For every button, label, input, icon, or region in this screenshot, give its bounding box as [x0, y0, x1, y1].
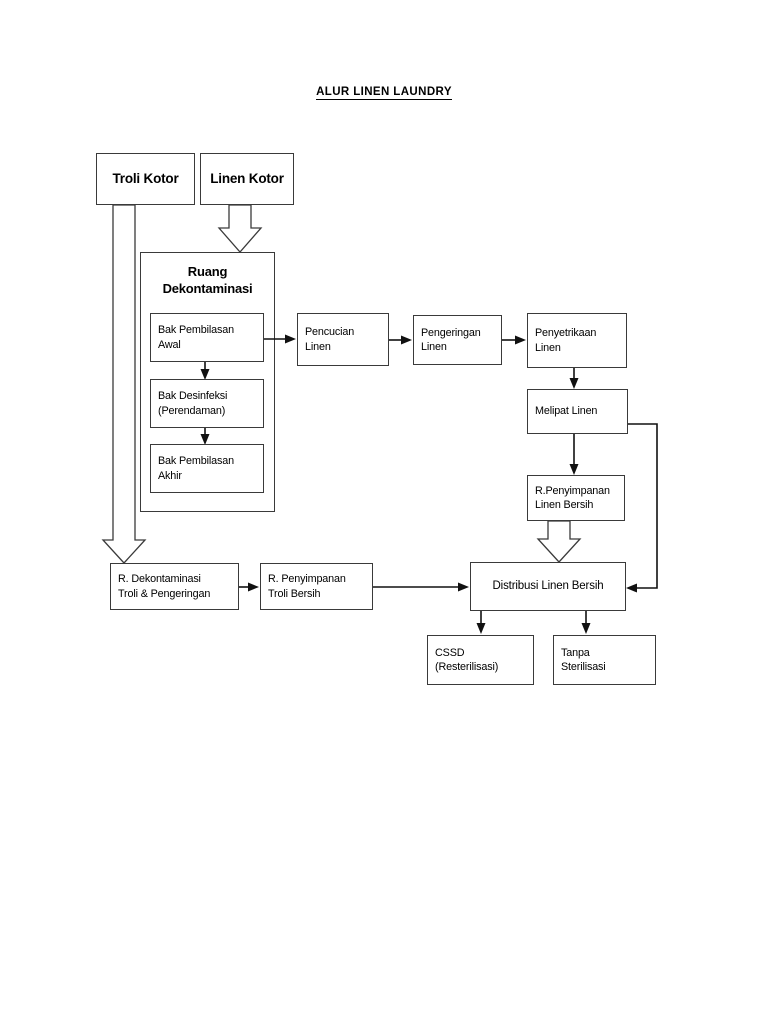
- page-title-text: ALUR LINEN LAUNDRY: [316, 86, 452, 100]
- node-linen-kotor[interactable]: Linen Kotor: [200, 153, 294, 205]
- arrowhead-melipat-to-penyimpanan-linen: [569, 464, 579, 475]
- block-arrow-linen-kotor-to-dekontaminasi: [217, 204, 263, 253]
- node-dekontaminasi-troli[interactable]: R. Dekontaminasi Troli & Pengeringan: [110, 563, 239, 610]
- arrow-melipat-to-distribusi-loop: [628, 423, 658, 589]
- node-penyetrikaan-linen[interactable]: Penyetrikaan Linen: [527, 313, 627, 368]
- node-pengeringan-linen[interactable]: Pengeringan Linen: [413, 315, 502, 365]
- node-bak-pembilasan-akhir[interactable]: Bak Pembilasan Akhir: [150, 444, 264, 493]
- node-melipat-linen[interactable]: Melipat Linen: [527, 389, 628, 434]
- page-title: ALUR LINEN LAUNDRY: [0, 86, 768, 100]
- node-bak-pembilasan-awal[interactable]: Bak Pembilasan Awal: [150, 313, 264, 362]
- node-troli-kotor[interactable]: Troli Kotor: [96, 153, 195, 205]
- node-penyimpanan-troli[interactable]: R. Penyimpanan Troli Bersih: [260, 563, 373, 610]
- node-cssd[interactable]: CSSD (Resterilisasi): [427, 635, 534, 685]
- node-troli-kotor-label: Troli Kotor: [112, 171, 179, 187]
- arrowhead-dekontaminasi-troli-to-penyimpanan-troli: [248, 582, 259, 592]
- arrowhead-penyetrikaan-to-melipat: [569, 378, 579, 389]
- block-arrow-troli-kotor-to-dekontaminasi-troli: [101, 204, 147, 564]
- node-pencucian-linen[interactable]: Pencucian Linen: [297, 313, 389, 366]
- node-distribusi-linen-bersih[interactable]: Distribusi Linen Bersih: [470, 562, 626, 611]
- arrowhead-pengeringan-to-penyetrikaan: [515, 335, 526, 345]
- arrowhead-distribusi-to-tanpa-sterilisasi: [581, 623, 591, 634]
- arrowhead-distribusi-to-cssd: [476, 623, 486, 634]
- arrowhead-melipat-to-distribusi-loop: [626, 583, 637, 593]
- node-ruang-dekontaminasi-heading: Ruang Dekontaminasi: [162, 264, 253, 296]
- arrowhead-awal-to-pencucian: [285, 334, 296, 344]
- node-tanpa-sterilisasi[interactable]: Tanpa Sterilisasi: [553, 635, 656, 685]
- node-penyimpanan-linen-bersih[interactable]: R.Penyimpanan Linen Bersih: [527, 475, 625, 521]
- node-linen-kotor-label: Linen Kotor: [210, 171, 284, 187]
- node-bak-desinfeksi[interactable]: Bak Desinfeksi (Perendaman): [150, 379, 264, 428]
- arrowhead-pencucian-to-pengeringan: [401, 335, 412, 345]
- arrowhead-penyimpanan-troli-to-distribusi: [458, 582, 469, 592]
- block-arrow-penyimpanan-linen-to-distribusi: [536, 520, 582, 563]
